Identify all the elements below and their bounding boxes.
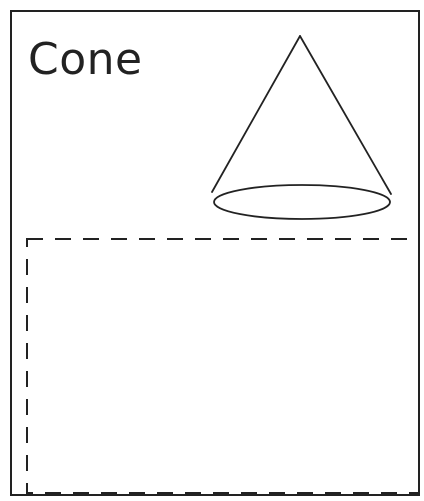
- cone-side-left: [211, 35, 301, 193]
- shape-card: Cone: [10, 10, 420, 496]
- cone-illustration: [211, 35, 392, 220]
- cone-base: [213, 184, 391, 220]
- shape-title: Cone: [28, 34, 143, 85]
- cone-side-right: [299, 35, 392, 195]
- drawing-area[interactable]: [26, 238, 420, 494]
